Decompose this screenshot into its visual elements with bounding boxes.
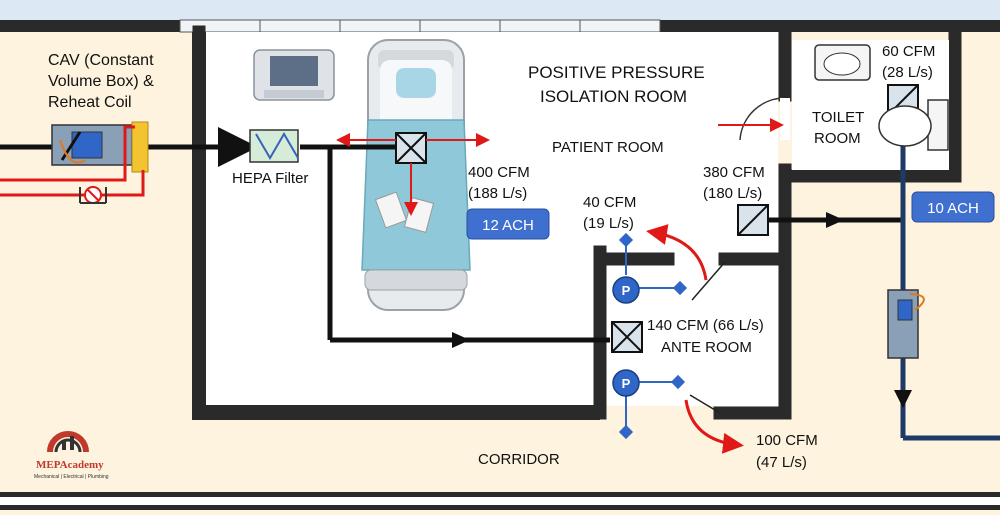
corridor-label: CORRIDOR <box>478 451 560 468</box>
ach-badge-toilet-text: 10 ACH <box>927 200 979 217</box>
pressure-sensor-label: P <box>622 376 631 391</box>
ante-supply-diffuser <box>611 321 643 353</box>
reheat-valve <box>79 186 107 204</box>
room-title-line1: POSITIVE PRESSURE <box>528 63 705 82</box>
ante-door <box>691 261 726 301</box>
cav-label-line1: CAV (Constant <box>48 52 154 69</box>
exhaust-ls-label: (180 L/s) <box>703 185 762 202</box>
window-strip <box>0 0 1000 20</box>
cav-label-line2: Volume Box) & <box>48 73 154 90</box>
toilet-sink <box>814 44 871 81</box>
pressure-sensor-upper <box>612 232 688 304</box>
pressure-sensor-label: P <box>622 283 631 298</box>
hepa-label: HEPA Filter <box>232 170 308 187</box>
transfer-cfm-label: 40 CFM <box>583 194 636 211</box>
patient-bed <box>361 39 471 311</box>
pressure-sensor-lower <box>612 369 686 440</box>
supply-ls-label: (188 L/s) <box>468 185 527 202</box>
hepa-filter <box>249 129 299 163</box>
toilet-room-label-line2: ROOM <box>814 130 861 147</box>
supply-cfm-label: 400 CFM <box>468 164 530 181</box>
mep-academy-logo <box>47 431 89 453</box>
patient-monitor <box>253 49 335 101</box>
supply-diffuser <box>395 132 427 164</box>
ante-room-label: ANTE ROOM <box>661 339 752 356</box>
toilet-ls-label: (28 L/s) <box>882 64 933 81</box>
corridor-cfm-label: 100 CFM <box>756 432 818 449</box>
toilet-fixture <box>878 99 949 151</box>
diffuser-airflow <box>336 133 490 216</box>
ach-badge-toilet <box>911 191 995 223</box>
logo-name: MEPAcademy <box>36 459 104 471</box>
toilet-cfm-label: 60 CFM <box>882 43 935 60</box>
transfer-ls-label: (19 L/s) <box>583 215 634 232</box>
toilet-door <box>739 97 786 141</box>
reheat-piping <box>0 125 145 197</box>
corridor-door <box>689 394 721 414</box>
exhaust-cfm-label: 380 CFM <box>703 164 765 181</box>
cav-box <box>51 121 149 173</box>
corridor-ls-label: (47 L/s) <box>756 454 807 471</box>
logo-subtitle: Mechanical | Electrical | Plumbing <box>34 474 109 480</box>
toilet-room-label-line1: TOILET <box>812 109 864 126</box>
ach-badge-patient-text: 12 ACH <box>482 217 534 234</box>
transfer-airflow <box>646 118 784 454</box>
room-walls <box>192 25 962 420</box>
room-title-line2: ISOLATION ROOM <box>540 87 687 106</box>
cav-label-line3: Reheat Coil <box>48 94 132 111</box>
ach-badge-patient <box>466 208 550 240</box>
patient-room-label: PATIENT ROOM <box>552 139 664 156</box>
exhaust-terminal-box <box>887 289 925 359</box>
exhaust-grille <box>737 204 769 236</box>
ante-cfm-label: 140 CFM (66 L/s) <box>647 317 764 334</box>
